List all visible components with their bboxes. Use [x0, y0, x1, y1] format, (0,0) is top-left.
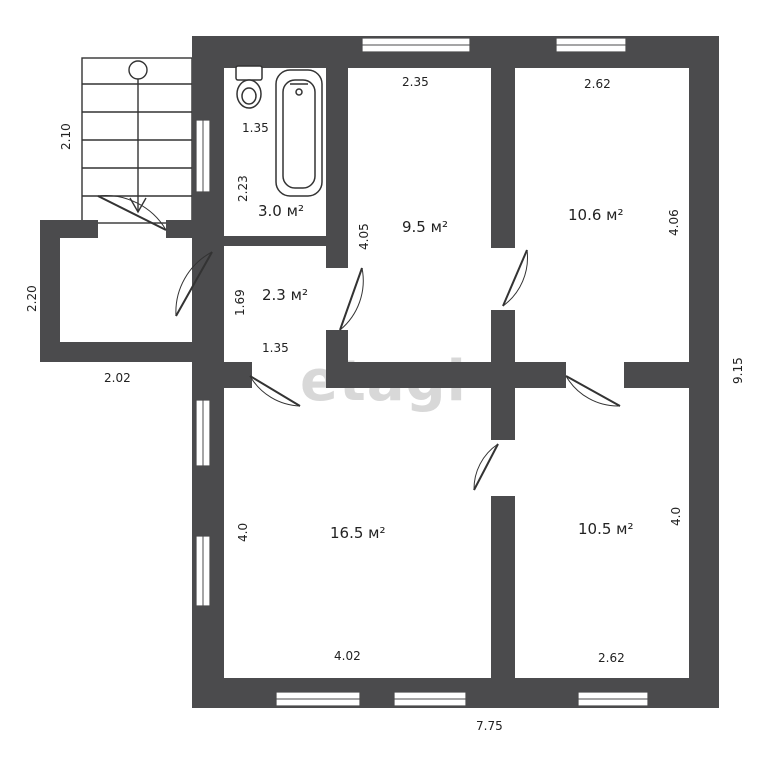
bathroom-length-dim: 2.23 [236, 175, 250, 202]
hall-length-dim: 1.69 [233, 289, 247, 316]
room-middle-area-label: 9.5 м² [402, 218, 448, 236]
overall-width-dim: 7.75 [476, 719, 503, 733]
overall-length-dim: 9.15 [731, 357, 745, 384]
toilet-icon [235, 65, 263, 109]
doors [97, 195, 621, 491]
porch-width-dim: 2.02 [104, 371, 131, 385]
stairs [81, 57, 193, 224]
room-bottom-left-width-dim: 4.02 [334, 649, 361, 663]
room-bottom-right-area-label: 10.5 м² [578, 520, 634, 538]
porch-length-dim: 2.20 [25, 285, 39, 312]
walls [40, 36, 719, 708]
bathroom-width-dim: 1.35 [242, 121, 269, 135]
hall-area-label: 2.3 м² [262, 286, 308, 304]
room-middle-length-dim: 4.05 [357, 223, 371, 250]
room-bottom-right-length-dim: 4.0 [669, 507, 683, 526]
room-bottom-left-area-label: 16.5 м² [330, 524, 386, 542]
bathroom-area-label: 3.0 м² [258, 202, 304, 220]
room-top-right-area-label: 10.6 м² [568, 206, 624, 224]
stairs-length-dim: 2.10 [59, 123, 73, 150]
hall-width-dim: 1.35 [262, 341, 289, 355]
bathtub-icon [275, 69, 323, 197]
room-top-right-width-dim: 2.62 [584, 77, 611, 91]
windows [195, 37, 649, 707]
room-top-right-length-dim: 4.06 [667, 209, 681, 236]
room-bottom-left-length-dim: 4.0 [236, 523, 250, 542]
room-middle-width-dim: 2.35 [402, 75, 429, 89]
room-bottom-right-width-dim: 2.62 [598, 651, 625, 665]
